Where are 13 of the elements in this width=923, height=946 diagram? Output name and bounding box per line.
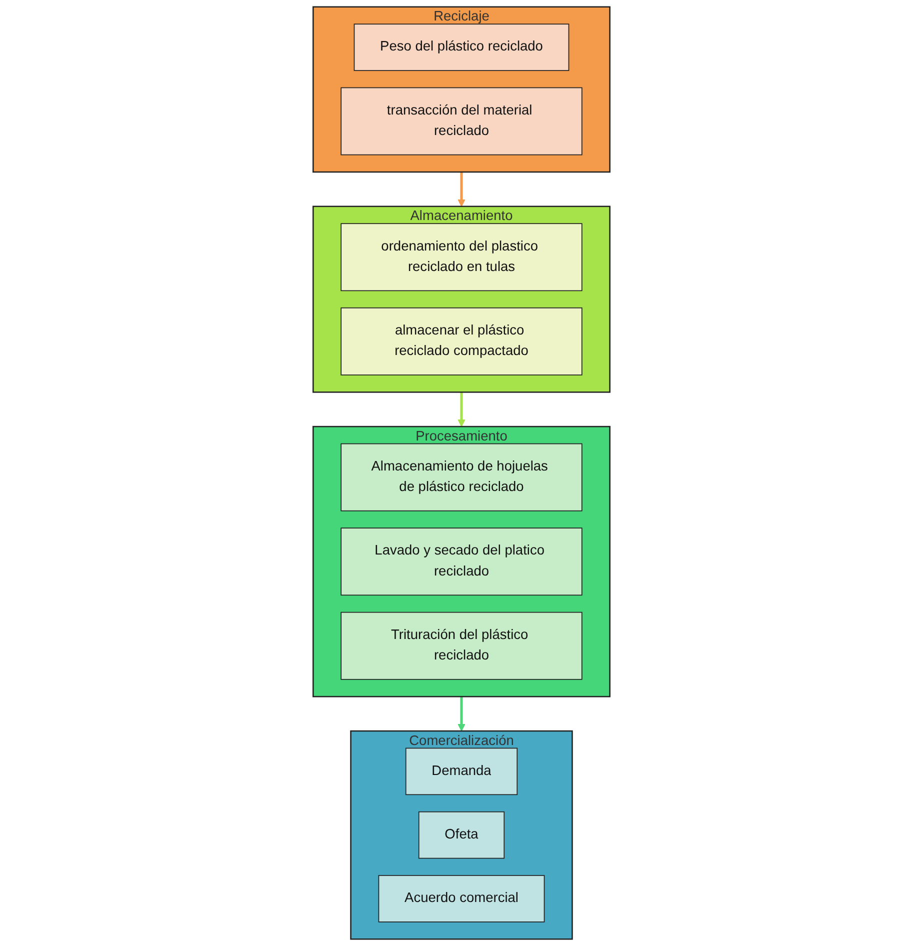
node-box: Acuerdo comercial <box>378 875 545 922</box>
node-box: Peso del plástico reciclado <box>354 24 570 71</box>
node-box: Lavado y secado del platico reciclado <box>340 528 582 596</box>
arrow <box>458 392 466 427</box>
node-box: almacenar el plástico reciclado compactado <box>340 307 582 376</box>
node-box: transacción del material reciclado <box>340 87 582 156</box>
arrow <box>458 696 466 732</box>
node-box: Almacenamiento de hojuelas de plástico reciclado <box>340 443 582 512</box>
arrow <box>458 172 466 207</box>
node-box: Ofeta <box>418 811 505 859</box>
node-box: Demanda <box>405 748 518 796</box>
node-box: Trituración del plástico reciclado <box>340 612 582 680</box>
node-box: ordenamiento del plastico reciclado en tulas <box>340 223 582 292</box>
